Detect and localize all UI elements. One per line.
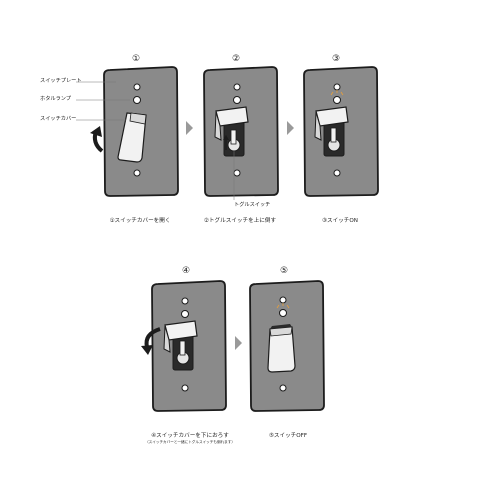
pilot-lamp: [279, 309, 287, 317]
step-4-number: ④: [182, 266, 190, 276]
switch-cover: [267, 326, 296, 373]
screw-hole-top: [181, 297, 189, 305]
pilot-lamp: [333, 96, 341, 104]
lamp-glow: [330, 90, 344, 96]
switch-cover: [117, 112, 147, 163]
label-toggle-switch: トグルスイッチ: [234, 200, 270, 208]
step-4: ④ ④スイッチカバーを下におろす （スイッチカバーと一緒にトグルスイッチも倒れま…: [141, 266, 235, 444]
step-4-note: （スイッチカバーと一緒にトグルスイッチも倒れます）: [145, 439, 235, 444]
screw-hole-top: [233, 83, 241, 91]
pilot-lamp: [233, 96, 241, 104]
screw-hole-bottom: [133, 169, 141, 177]
switch-cover: [315, 106, 349, 127]
step-1-caption: ①スイッチカバーを開く: [110, 217, 171, 224]
screw-hole-bottom: [233, 169, 241, 177]
screw-hole-top: [133, 83, 141, 91]
step-5-number: ⑤: [280, 266, 288, 276]
step-arrow: [235, 336, 242, 350]
label-pilot-lamp: ホタルランプ: [40, 94, 72, 102]
screw-hole-bottom: [279, 384, 287, 392]
screw-hole-top: [333, 83, 341, 91]
step-1: ① スイッチプレート ホタルランプ スイッチカバー ①スイッチカバーを開く: [40, 54, 179, 224]
screw-hole-bottom: [181, 384, 189, 392]
step-2: ② トグルスイッチ ②トグルスイッチを上に倒す: [203, 54, 279, 224]
label-switch-plate: スイッチプレート: [40, 77, 82, 84]
step-4-caption: ④スイッチカバーを下におろす: [151, 432, 229, 439]
step-3-caption: ③スイッチON: [322, 217, 358, 224]
step-arrow: [287, 121, 294, 135]
pilot-lamp: [133, 96, 141, 104]
label-switch-cover: スイッチカバー: [40, 115, 76, 122]
step-2-caption: ②トグルスイッチを上に倒す: [204, 216, 277, 224]
step-5: ⑤ ⑤スイッチOFF: [249, 266, 325, 439]
step-3: ③ ③スイッチON: [303, 54, 379, 224]
open-arrow-head: [90, 126, 102, 137]
screw-hole-bottom: [333, 169, 341, 177]
lamp-glow: [276, 303, 290, 309]
step-arrow: [186, 121, 193, 135]
screw-hole-top: [279, 296, 287, 304]
switch-cover: [164, 320, 198, 341]
close-arrow: [144, 327, 161, 348]
step-3-number: ③: [332, 54, 340, 64]
step-2-number: ②: [232, 54, 240, 64]
step-5-caption: ⑤スイッチOFF: [269, 432, 307, 439]
close-arrow-head: [141, 345, 153, 355]
pilot-lamp: [181, 310, 189, 318]
step-1-number: ①: [132, 54, 140, 64]
switch-cover: [215, 106, 249, 127]
